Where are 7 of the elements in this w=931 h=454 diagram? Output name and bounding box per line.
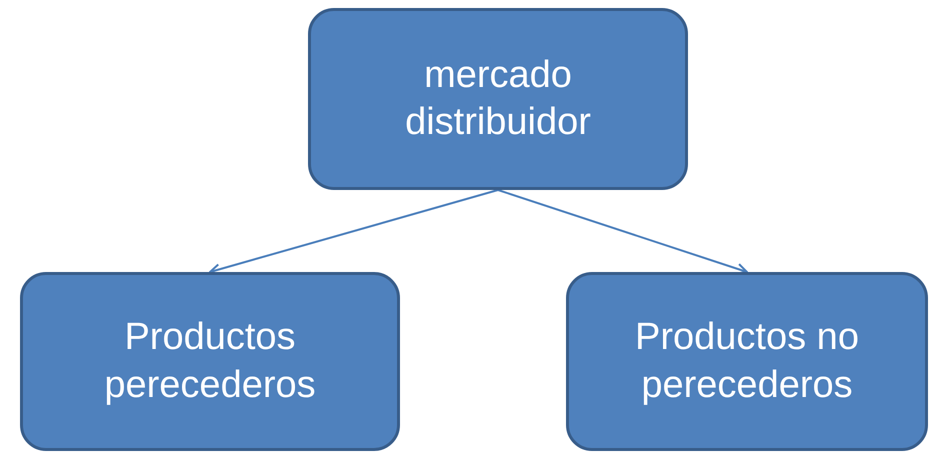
arrow [498, 189, 748, 275]
process-box [20, 272, 400, 451]
box-label: Productos perecederos [103, 315, 317, 408]
process-box [566, 272, 928, 451]
process-box [308, 8, 688, 190]
box-label: mercado distribuidor [404, 52, 592, 145]
box-label: Productos no perecederos [634, 315, 860, 408]
